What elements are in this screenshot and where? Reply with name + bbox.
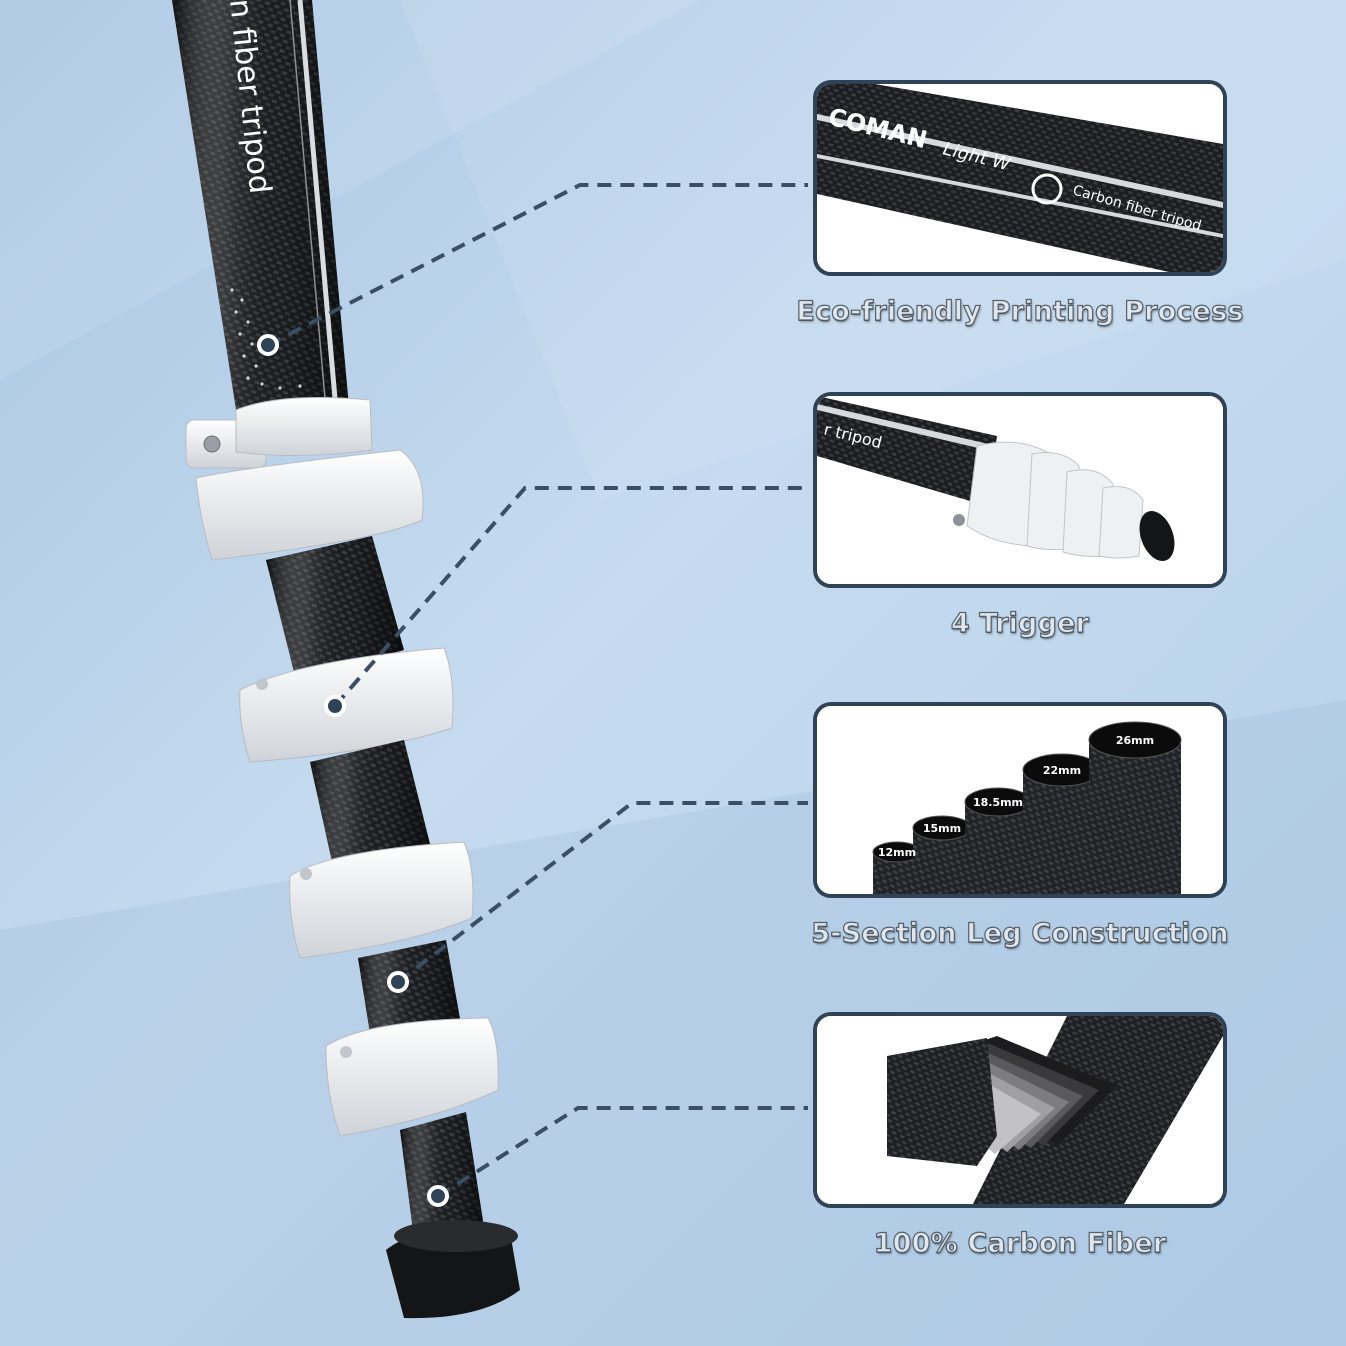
diameter-label: 26mm xyxy=(1116,734,1154,747)
diameter-label: 12mm xyxy=(878,846,916,859)
caption-sections: 5-Section Leg Construction xyxy=(811,917,1230,949)
trigger-closeup-image: r tripod xyxy=(817,396,1223,584)
diameter-label: 22mm xyxy=(1043,764,1081,777)
diameter-label: 18.5mm xyxy=(973,796,1023,809)
connector-lines xyxy=(267,183,808,1198)
diameter-label: 15mm xyxy=(923,822,961,835)
feature-panel-sections: 12mm 15mm 18.5mm 22mm 26mm xyxy=(813,702,1227,898)
connector-dots xyxy=(257,334,449,1207)
tripod-leg: n fiber tripod xyxy=(172,0,520,1319)
feature-panel-carbon xyxy=(813,1012,1227,1208)
caption-trigger: 4 Trigger xyxy=(950,607,1090,639)
carbon-layers-image xyxy=(817,1016,1223,1204)
sections-closeup-image: 12mm 15mm 18.5mm 22mm 26mm xyxy=(817,706,1223,894)
caption-carbon: 100% Carbon Fiber xyxy=(873,1227,1167,1259)
caption-printing: Eco-friendly Printing Process xyxy=(796,295,1244,327)
feature-panel-printing: COMAN Light W Carbon fiber tripod xyxy=(813,80,1227,276)
feature-panel-trigger: r tripod xyxy=(813,392,1227,588)
printing-closeup-image: COMAN Light W Carbon fiber tripod xyxy=(817,84,1223,272)
